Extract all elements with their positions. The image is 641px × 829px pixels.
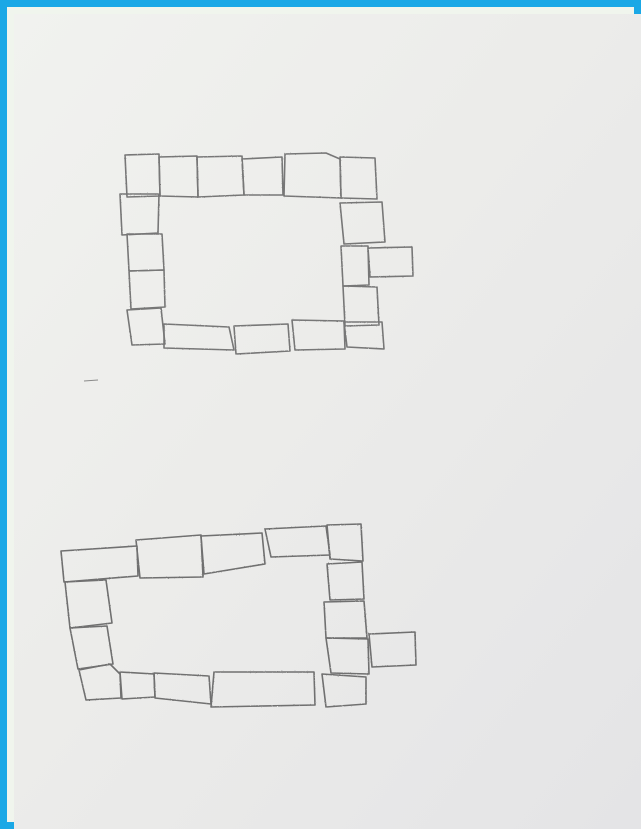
drawing-canvas — [14, 14, 641, 829]
paper-sheet — [14, 14, 641, 829]
